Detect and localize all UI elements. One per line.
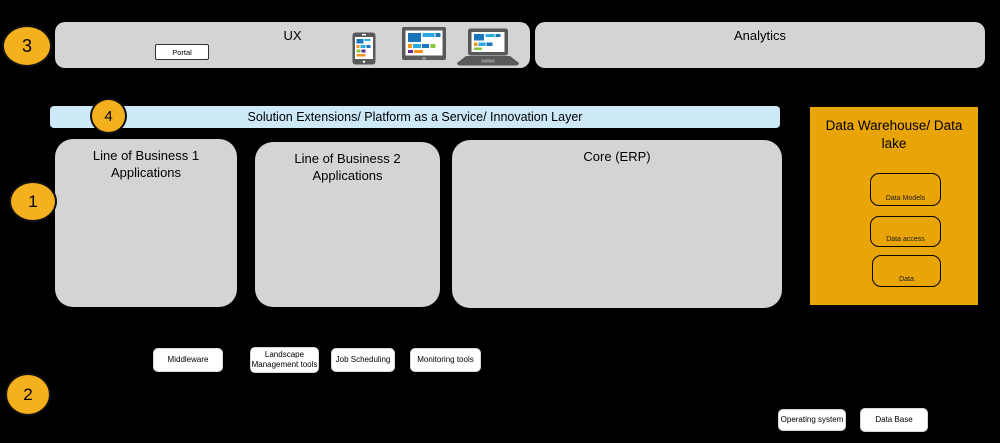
- badge-1-number: 1: [28, 191, 38, 211]
- ux-layer-bar: UX Portal: [55, 22, 530, 68]
- job-scheduling-label: Job Scheduling: [335, 355, 391, 364]
- monitor-icon: [402, 27, 446, 60]
- operating-system-button[interactable]: Operating system: [778, 409, 846, 431]
- lob1-applications-box: Line of Business 1 Applications: [55, 139, 237, 307]
- badge-3: 3: [2, 25, 52, 67]
- data-button[interactable]: Data: [872, 255, 941, 287]
- landscape-management-tools-label: Landscape Management tools: [251, 350, 318, 369]
- core-erp-box: Core (ERP): [452, 140, 782, 308]
- badge-4: 4: [90, 98, 127, 134]
- data-label: Data: [899, 276, 914, 283]
- data-warehouse-box: Data Warehouse/ Data lake Data Models Da…: [810, 107, 978, 305]
- badge-2: 2: [5, 373, 51, 416]
- badge-1: 1: [9, 181, 57, 222]
- tablet-icon: [352, 32, 376, 65]
- data-access-label: Data access: [886, 236, 925, 243]
- middleware-label: Middleware: [167, 355, 209, 364]
- badge-4-number: 4: [104, 107, 113, 125]
- lob1-applications-title: Line of Business 1 Applications: [92, 148, 200, 180]
- operating-system-label: Operating system: [780, 415, 844, 424]
- portal-button[interactable]: Portal: [155, 44, 209, 60]
- core-erp-title: Core (ERP): [583, 149, 651, 164]
- data-warehouse-title: Data Warehouse/ Data lake: [825, 118, 963, 152]
- paas-layer-bar: Solution Extensions/ Platform as a Servi…: [50, 106, 780, 128]
- badge-2-number: 2: [23, 384, 33, 404]
- paas-layer-label: Solution Extensions/ Platform as a Servi…: [247, 110, 583, 124]
- analytics-layer-bar: Analytics: [535, 22, 985, 68]
- analytics-layer-title: Analytics: [733, 28, 787, 43]
- monitoring-tools-label: Monitoring tools: [417, 355, 474, 364]
- data-models-label: Data Models: [885, 195, 926, 202]
- middleware-button[interactable]: Middleware: [153, 348, 223, 372]
- monitoring-tools-button[interactable]: Monitoring tools: [410, 348, 481, 372]
- portal-button-label: Portal: [172, 47, 192, 57]
- badge-3-number: 3: [21, 35, 32, 56]
- laptop-icon: [457, 28, 519, 66]
- data-base-button[interactable]: Data Base: [860, 408, 928, 432]
- landscape-management-tools-button[interactable]: Landscape Management tools: [250, 347, 319, 373]
- ux-layer-title: UX: [283, 28, 302, 43]
- data-models-button[interactable]: Data Models: [870, 173, 941, 206]
- data-access-button[interactable]: Data access: [870, 216, 941, 247]
- lob2-applications-box: Line of Business 2 Applications: [255, 142, 440, 307]
- job-scheduling-button[interactable]: Job Scheduling: [331, 348, 395, 372]
- data-base-label: Data Base: [875, 415, 913, 424]
- lob2-applications-title: Line of Business 2 Applications: [294, 151, 401, 183]
